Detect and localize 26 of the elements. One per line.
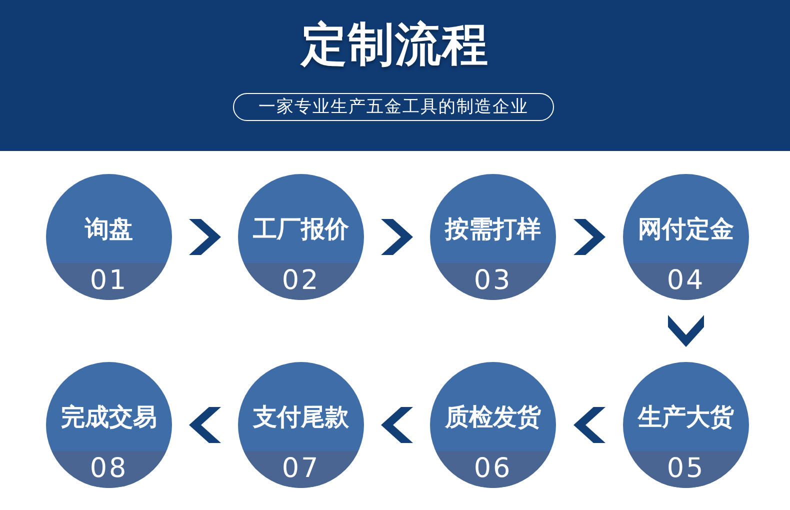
chevron-arrow xyxy=(381,407,413,443)
step-title: 网付定金 xyxy=(638,215,734,243)
step-title: 工厂报价 xyxy=(253,215,349,243)
step-title: 完成交易 xyxy=(61,403,157,431)
tagline-text: 一家专业生产五金工具的制造企业 xyxy=(258,97,528,117)
chevron-arrow xyxy=(574,219,606,255)
page-title: 定制流程 xyxy=(301,16,489,72)
step-title: 按需打样 xyxy=(445,215,541,243)
step-number: 05 xyxy=(666,454,706,484)
step-number: 03 xyxy=(474,266,512,296)
step-number: 02 xyxy=(282,266,320,296)
step-number: 01 xyxy=(90,266,128,296)
step-title: 支付尾款 xyxy=(253,403,349,431)
chevron-arrow xyxy=(189,219,221,255)
chevron-arrow xyxy=(189,407,221,443)
chevron-arrow xyxy=(668,315,704,347)
tagline-pill xyxy=(233,93,554,121)
step-title: 询盘 xyxy=(85,215,133,243)
step-number: 07 xyxy=(282,454,320,484)
chevron-arrow xyxy=(574,407,606,443)
step-title: 质检发货 xyxy=(445,403,541,431)
step-title: 生产大货 xyxy=(638,403,734,431)
step-number: 04 xyxy=(666,266,706,296)
step-number: 08 xyxy=(90,454,128,484)
chevron-arrow xyxy=(381,219,413,255)
step-number: 06 xyxy=(474,454,512,484)
